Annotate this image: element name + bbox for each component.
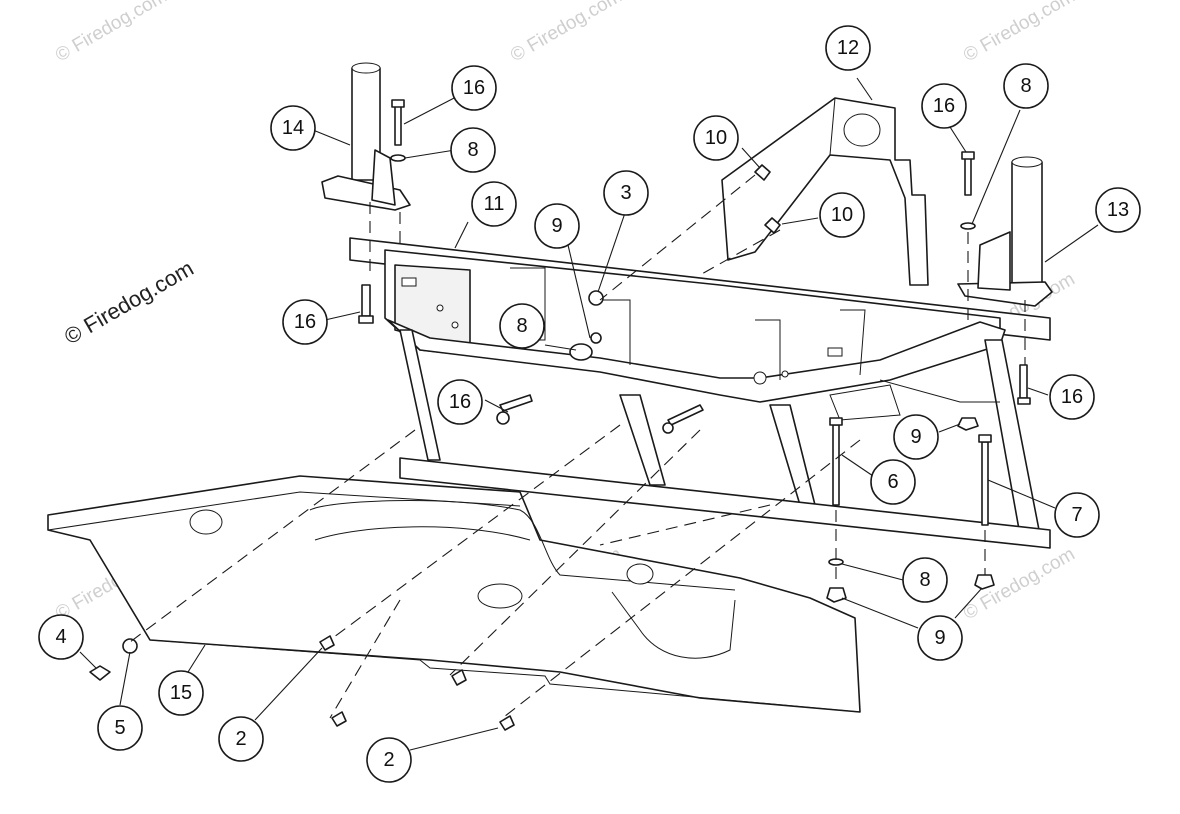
svg-text:16: 16	[449, 391, 471, 413]
callout-16: 16	[921, 83, 967, 129]
callout-8: 8	[450, 127, 496, 173]
fasteners	[89, 99, 1031, 731]
svg-text:14: 14	[282, 117, 304, 139]
svg-text:10: 10	[831, 204, 853, 226]
callout-16: 16	[451, 65, 497, 111]
svg-text:8: 8	[467, 139, 478, 161]
svg-text:6: 6	[887, 471, 898, 493]
callout-16: 16	[282, 299, 328, 345]
callout-8: 8	[902, 557, 948, 603]
callout-15: 15	[158, 670, 204, 716]
callout-6: 6	[870, 459, 916, 505]
svg-text:8: 8	[1020, 75, 1031, 97]
callout-5: 5	[97, 705, 143, 751]
callout-3: 3	[603, 170, 649, 216]
watermark-text: © Firedog.com	[507, 0, 626, 66]
callout-9: 9	[893, 414, 939, 460]
callout-10: 10	[693, 115, 739, 161]
callout-8: 8	[499, 303, 545, 349]
svg-text:13: 13	[1107, 199, 1129, 221]
svg-text:9: 9	[910, 426, 921, 448]
callout-7: 7	[1054, 492, 1100, 538]
callout-11: 11	[471, 181, 517, 227]
svg-text:10: 10	[705, 127, 727, 149]
svg-text:16: 16	[294, 311, 316, 333]
callout-10: 10	[819, 192, 865, 238]
svg-text:4: 4	[55, 626, 66, 648]
main-frame	[349, 237, 1051, 549]
svg-text:3: 3	[620, 182, 631, 204]
callout-9: 9	[917, 615, 963, 661]
brand-mark: © Firedog.com	[60, 255, 198, 349]
svg-text:15: 15	[170, 682, 192, 704]
svg-text:5: 5	[114, 717, 125, 739]
svg-text:2: 2	[383, 749, 394, 771]
callout-14: 14	[270, 105, 316, 151]
watermark-text: © Firedog.com	[960, 0, 1079, 66]
skid-plate	[47, 475, 861, 713]
callout-12: 12	[825, 25, 871, 71]
top-bracket	[721, 97, 929, 286]
svg-text:16: 16	[1061, 386, 1083, 408]
svg-text:7: 7	[1071, 504, 1082, 526]
callout-13: 13	[1095, 187, 1141, 233]
callout-8: 8	[1003, 63, 1049, 109]
svg-text:16: 16	[463, 77, 485, 99]
callout-4: 4	[38, 614, 84, 660]
svg-text:9: 9	[551, 215, 562, 237]
svg-text:16: 16	[933, 95, 955, 117]
leader-lines	[79, 77, 1099, 751]
svg-text:11: 11	[484, 193, 505, 215]
callout-2: 2	[366, 737, 412, 783]
svg-text:8: 8	[516, 315, 527, 337]
svg-text:9: 9	[934, 627, 945, 649]
callout-9: 9	[534, 203, 580, 249]
right-upright-bracket	[957, 156, 1053, 307]
callout-2: 2	[218, 716, 264, 762]
callout-16: 16	[1049, 374, 1095, 420]
svg-text:12: 12	[837, 37, 859, 59]
left-upright-bracket	[321, 62, 411, 211]
callout-16: 16	[437, 379, 483, 425]
watermark-text: © Firedog.com	[52, 0, 171, 66]
assembly-lines	[129, 174, 1026, 721]
svg-text:8: 8	[919, 569, 930, 591]
svg-text:2: 2	[235, 728, 246, 750]
